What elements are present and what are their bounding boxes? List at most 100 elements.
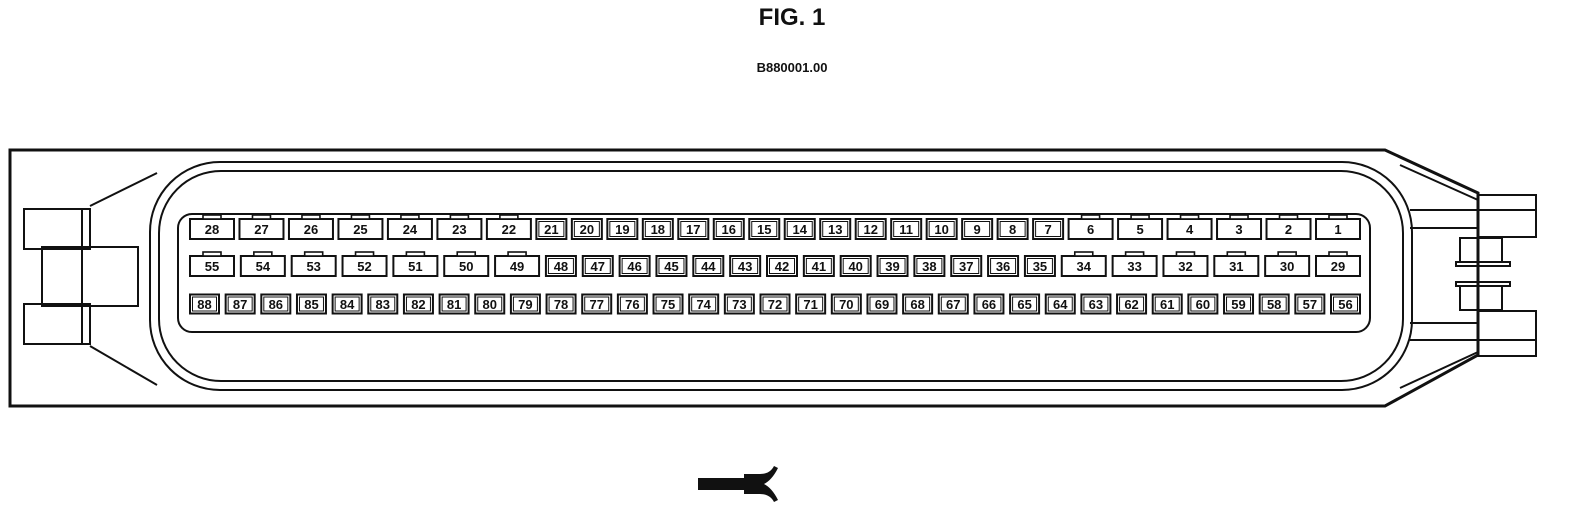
pin-cavity-87: 87 — [224, 293, 256, 315]
pin-number: 63 — [1089, 297, 1103, 312]
pin-cavity-inner — [999, 221, 1026, 237]
pin-cavity-73: 73 — [723, 293, 755, 315]
pin-number: 13 — [828, 222, 842, 237]
pin-number: 31 — [1229, 259, 1243, 274]
pin-cavity-box — [759, 293, 791, 315]
pin-cavity-16: 16 — [712, 218, 745, 240]
pin-cavity-inner — [1119, 296, 1145, 312]
pin-number: 42 — [775, 259, 789, 274]
pin-cavity-box — [688, 293, 720, 315]
pin-cavity-inner — [584, 258, 611, 274]
pin-number: 18 — [651, 222, 665, 237]
pin-cavity-inner — [441, 296, 467, 312]
figure-code: B880001.00 — [756, 60, 828, 75]
pin-key-tab — [350, 214, 371, 220]
pin-number: 62 — [1124, 297, 1138, 312]
pin-cavity-inner — [1190, 296, 1216, 312]
pin-cavity-box — [766, 255, 798, 277]
pin-number: 74 — [696, 297, 711, 312]
pin-cavity-3: 3 — [1216, 214, 1263, 240]
pin-number: 39 — [885, 259, 899, 274]
pin-key-tab — [1226, 251, 1247, 257]
pin-cavity-box — [402, 293, 434, 315]
pin-number: 56 — [1338, 297, 1352, 312]
pin-cavity-47: 47 — [581, 255, 614, 277]
pin-cavity-box — [652, 293, 684, 315]
pin-cavity-box — [925, 218, 958, 240]
pin-cavity-41: 41 — [802, 255, 835, 277]
pin-key-tab — [449, 214, 470, 220]
pin-cavity-box — [535, 218, 568, 240]
terminal-probe-icon — [698, 466, 778, 502]
pin-cavity-box — [544, 255, 577, 277]
pin-cavity-74: 74 — [688, 293, 720, 315]
left-latch — [23, 172, 158, 386]
pin-number: 5 — [1136, 222, 1143, 237]
pin-cavity-box — [802, 255, 835, 277]
pin-cavity-box — [712, 218, 745, 240]
pin-number: 34 — [1077, 259, 1092, 274]
pin-cavity-20: 20 — [570, 218, 603, 240]
pin-number: 47 — [591, 259, 605, 274]
pin-number: 25 — [353, 222, 367, 237]
pin-cavity-box — [1080, 293, 1112, 315]
pin-cavity-53: 53 — [290, 251, 337, 277]
pin-cavity-50: 50 — [443, 251, 490, 277]
pin-cavity-29: 29 — [1315, 251, 1361, 277]
pin-key-tab — [456, 251, 477, 257]
pin-number: 83 — [376, 297, 390, 312]
pin-number: 2 — [1285, 222, 1292, 237]
pin-cavity-34: 34 — [1060, 251, 1107, 277]
pin-key-tab — [499, 214, 519, 220]
pin-number: 85 — [304, 297, 318, 312]
pin-cavity-51: 51 — [392, 251, 439, 277]
pin-cavity-58: 58 — [1258, 293, 1290, 315]
pin-key-tab — [253, 251, 273, 257]
pin-cavity-box — [937, 293, 969, 315]
pin-number: 49 — [510, 259, 524, 274]
pin-cavity-box — [729, 255, 762, 277]
pin-number: 1 — [1334, 222, 1341, 237]
pin-cavity-85: 85 — [295, 293, 327, 315]
pin-cavity-26: 26 — [287, 214, 334, 240]
pin-number: 53 — [306, 259, 320, 274]
pin-key-tab — [1278, 214, 1299, 220]
pin-cavity-inner — [869, 296, 895, 312]
pin-cavity-inner — [547, 258, 574, 274]
pin-number: 7 — [1044, 222, 1051, 237]
pin-cavity-inner — [769, 258, 795, 274]
pin-number: 3 — [1235, 222, 1242, 237]
pin-cavity-inner — [691, 296, 717, 312]
pin-number: 87 — [233, 297, 247, 312]
pin-number: 68 — [910, 297, 924, 312]
pin-cavity-inner — [1261, 296, 1287, 312]
pin-number: 17 — [686, 222, 700, 237]
pin-cavity-57: 57 — [1294, 293, 1326, 315]
pin-cavity-inner — [609, 221, 636, 237]
pin-number: 26 — [304, 222, 318, 237]
pin-cavity-36: 36 — [987, 255, 1020, 277]
pin-key-tab — [1179, 214, 1200, 220]
pin-key-tab — [1229, 214, 1249, 220]
pin-key-tab — [1328, 251, 1348, 257]
pin-number: 28 — [205, 222, 219, 237]
pin-cavity-5: 5 — [1117, 214, 1164, 240]
pin-number: 40 — [848, 259, 862, 274]
pin-cavity-inner — [573, 221, 600, 237]
pin-cavity-61: 61 — [1151, 293, 1183, 315]
pin-cavity-inner — [1333, 296, 1358, 312]
pin-cavity-inner — [538, 221, 565, 237]
pin-cavity-inner — [334, 296, 360, 312]
pin-cavity-inner — [584, 296, 610, 312]
pin-number: 48 — [554, 259, 568, 274]
pin-cavity-27: 27 — [238, 214, 285, 240]
pin-key-tab — [303, 251, 324, 257]
pin-number: 38 — [922, 259, 936, 274]
pin-number: 23 — [452, 222, 466, 237]
pin-cavity-15: 15 — [748, 218, 781, 240]
pin-cavity-9: 9 — [961, 218, 994, 240]
pin-number: 14 — [793, 222, 808, 237]
pin-key-tab — [202, 214, 222, 220]
pin-cavity-inner — [805, 258, 832, 274]
